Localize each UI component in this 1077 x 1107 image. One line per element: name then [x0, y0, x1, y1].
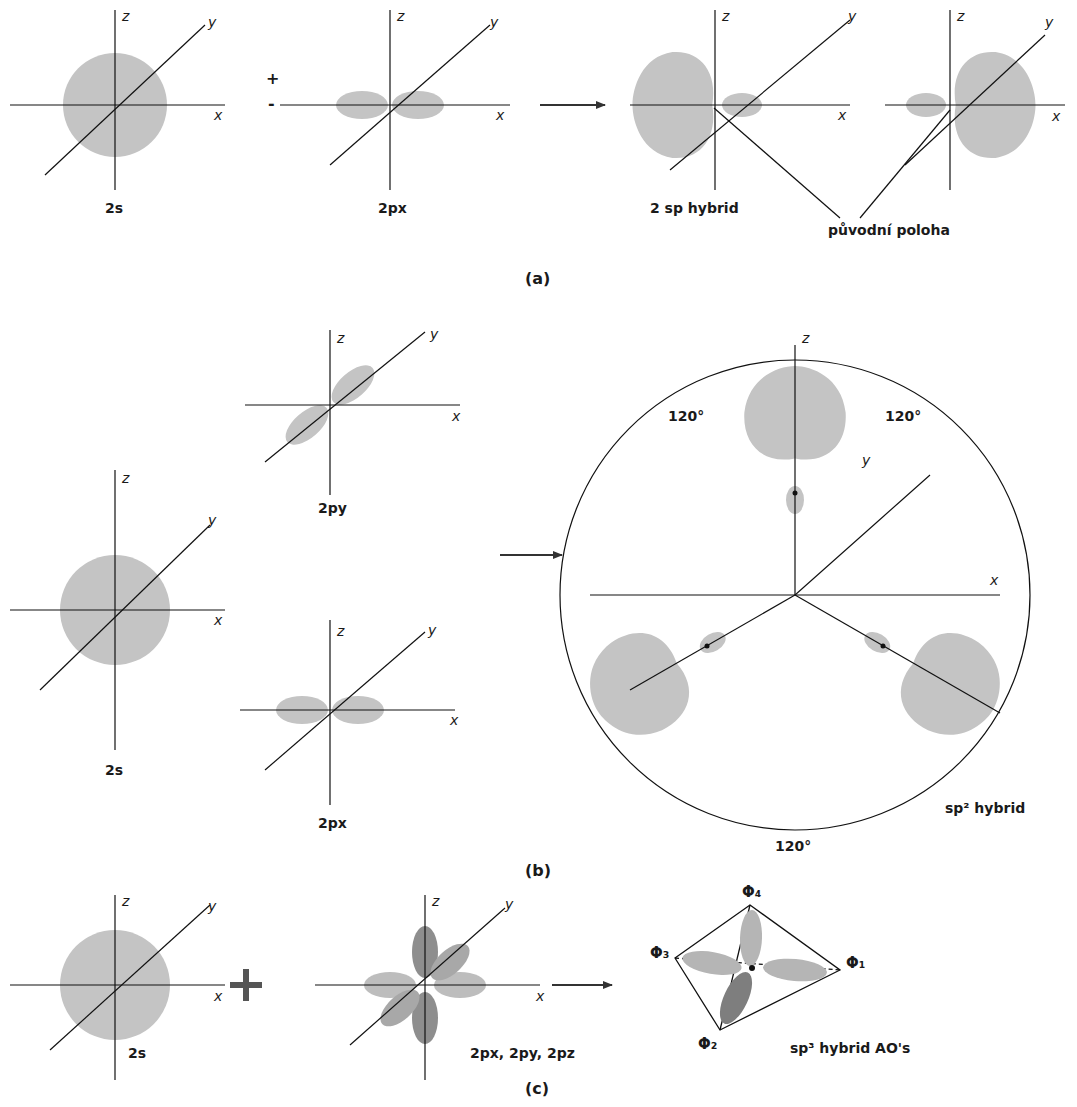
orbital-label: 2px	[378, 200, 407, 216]
axis-label: z	[802, 330, 809, 346]
angle-label: 120°	[668, 408, 704, 424]
axis-label: x	[214, 107, 222, 123]
axis-label: z	[122, 8, 129, 24]
axes	[10, 470, 225, 750]
axes	[10, 10, 225, 190]
sign-label: -	[268, 95, 275, 113]
axis-label: x	[452, 408, 460, 424]
panel-label: (b)	[525, 862, 551, 880]
orbital-label: sp² hybrid	[945, 800, 1025, 816]
axes	[630, 10, 850, 190]
orbital-label: sp³ hybrid AO's	[790, 1040, 910, 1056]
orbital-label: 2s	[105, 762, 123, 778]
axis-label: y	[208, 512, 216, 528]
axis-label: z	[397, 8, 404, 24]
orbital-label: 2 sp hybrid	[650, 200, 739, 216]
axis-label: z	[337, 623, 344, 639]
axis-label: y	[1045, 14, 1053, 30]
hybrid-label: Φ₄	[742, 884, 761, 901]
hybrid-label: Φ₃	[650, 945, 669, 962]
orbital-label: 2px, 2py, 2pz	[470, 1045, 575, 1061]
axis-label: x	[990, 572, 998, 588]
angle-label: 120°	[885, 408, 921, 424]
axis-label: x	[838, 107, 846, 123]
annotation: původní poloha	[828, 222, 950, 238]
axis-label: x	[1052, 108, 1060, 124]
axes	[590, 345, 1000, 713]
orbital-label: 2py	[318, 500, 347, 516]
axes	[280, 10, 510, 190]
reaction-arrow	[500, 554, 562, 556]
axes	[10, 895, 225, 1080]
axis-label: y	[208, 14, 216, 30]
leader-line	[714, 108, 950, 218]
axis-label: y	[430, 326, 438, 342]
axis-label: z	[722, 8, 729, 24]
plus-sign	[230, 969, 262, 1001]
nucleus-dot	[705, 491, 886, 649]
sign-label: +	[266, 70, 279, 88]
axis-label: z	[432, 893, 439, 909]
axis-label: x	[496, 107, 504, 123]
panel-label: (c)	[525, 1080, 549, 1098]
hybrid-label: Φ₂	[698, 1036, 717, 1053]
hybrid-label: Φ₁	[846, 955, 865, 972]
reaction-arrow	[552, 984, 612, 986]
axes	[245, 330, 460, 495]
angle-label: 120°	[775, 838, 811, 854]
axis-label: z	[122, 893, 129, 909]
axis-label: x	[450, 712, 458, 728]
axis-label: x	[214, 988, 222, 1004]
axis-label: x	[214, 612, 222, 628]
axis-label: x	[536, 988, 544, 1004]
sp3-hybrid	[681, 910, 828, 1029]
axis-label: y	[208, 898, 216, 914]
axis-label: y	[505, 896, 513, 912]
axis-label: y	[428, 622, 436, 638]
axis-label: z	[122, 470, 129, 486]
axis-label: y	[490, 14, 498, 30]
reaction-arrow	[540, 104, 605, 106]
tetrahedron	[675, 905, 840, 1030]
axis-label: z	[337, 330, 344, 346]
axes	[240, 620, 455, 805]
orbital-label: 2px	[318, 815, 347, 831]
axis-label: y	[848, 8, 856, 24]
orbital-label: 2s	[105, 200, 123, 216]
axes	[885, 10, 1065, 190]
axis-label: z	[957, 8, 964, 24]
orbital-label: 2s	[128, 1045, 146, 1061]
axis-label: y	[862, 452, 870, 468]
panel-label: (a)	[525, 270, 550, 288]
